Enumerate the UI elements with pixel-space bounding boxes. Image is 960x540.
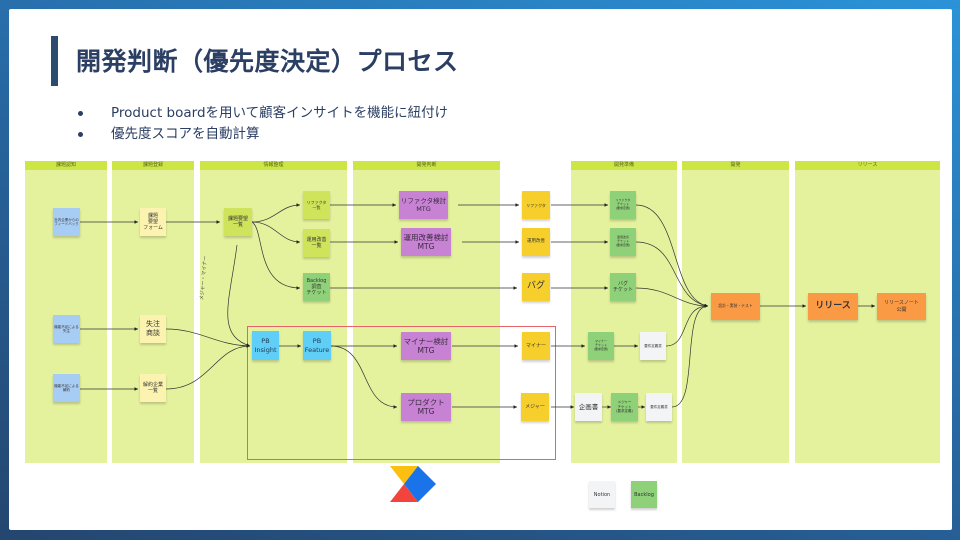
node-minor-spec[interactable]: 要件定義書 [640,332,666,360]
node-ops-mtg[interactable]: 運用改善検討 MTG [401,228,451,256]
legend-notion: Notion [589,481,615,508]
node-bug-ticket[interactable]: バグ チケット [610,273,636,301]
logo-red-shape [390,484,418,502]
node-ops[interactable]: 運用改善 [522,228,550,256]
node-lost-deal-reason[interactable]: 機能不足による 失注 [53,315,80,343]
legend-backlog: Backlog [631,481,657,508]
column-header: 課題認知 [25,161,107,170]
node-proposal[interactable]: 企画書 [575,393,602,421]
node-bug[interactable]: バグ [522,273,550,301]
node-major-spec[interactable]: 要件定義書 [646,393,672,421]
node-ops-list[interactable]: 運用改善 一覧 [303,229,330,257]
node-release[interactable]: リリース [808,293,858,320]
node-pb-feature[interactable]: PB Feature [303,331,331,360]
node-refactor[interactable]: リファクタ [522,191,550,219]
column-header: 開発判断 [353,161,500,170]
node-ops-ticket[interactable]: 運用改善 チケット (要求定義) [610,228,636,256]
highlight-box [247,326,556,460]
node-minor-mtg[interactable]: マイナー検討 MTG [401,332,451,360]
node-request-list[interactable]: 課題要望 一覧 [224,208,252,236]
node-design-impl-test[interactable]: 設計・実装・テスト [711,293,760,320]
node-refactor-mtg[interactable]: リファクタ検討 MTG [399,191,448,219]
node-feedback[interactable]: 社内企業からの フィードバック [53,208,80,236]
company-logo [390,466,436,502]
logo-yellow-shape [390,466,418,484]
node-backlog-ticket[interactable]: Backlog 調査 チケット [303,273,330,301]
node-churned-companies[interactable]: 解約企業 一覧 [140,374,166,402]
slide-title: 開発判断（優先度決定）プロセス [76,47,459,76]
column-registration: 課題登録 [112,161,194,463]
column-header: 開発 [682,161,789,170]
column-header: 開発準備 [571,161,677,170]
node-major-ticket[interactable]: メジャー チケット (要求定義) [611,393,638,421]
node-refactor-list[interactable]: リファクタ 一覧 [303,191,330,219]
node-major[interactable]: メジャー [521,393,549,421]
node-refactor-ticket[interactable]: リファクタ チケット (要求定義) [610,191,636,219]
bullet-dot-icon [78,132,83,137]
column-awareness: 課題認知 [25,161,107,463]
node-minor-ticket[interactable]: マイナー チケット (要求定義) [588,332,614,360]
bullet-dot-icon [78,111,83,116]
node-product-mtg[interactable]: プロダクト MTG [401,393,451,421]
column-header: 情報整理 [200,161,347,170]
node-churn-reason[interactable]: 機能不足による 解約 [53,374,80,402]
node-minor[interactable]: マイナー [522,332,550,360]
node-lost-deals[interactable]: 失注 商談 [140,315,166,343]
node-request-form[interactable]: 課題 要望 フォーム [140,208,166,236]
column-header: リリース [795,161,940,170]
node-release-note[interactable]: リリースノート 公開 [877,293,926,320]
column-header: 課題登録 [112,161,194,170]
title-accent-bar [51,36,58,86]
node-pb-insight[interactable]: PB Insight [252,331,279,360]
logo-blue-shape [404,466,436,502]
